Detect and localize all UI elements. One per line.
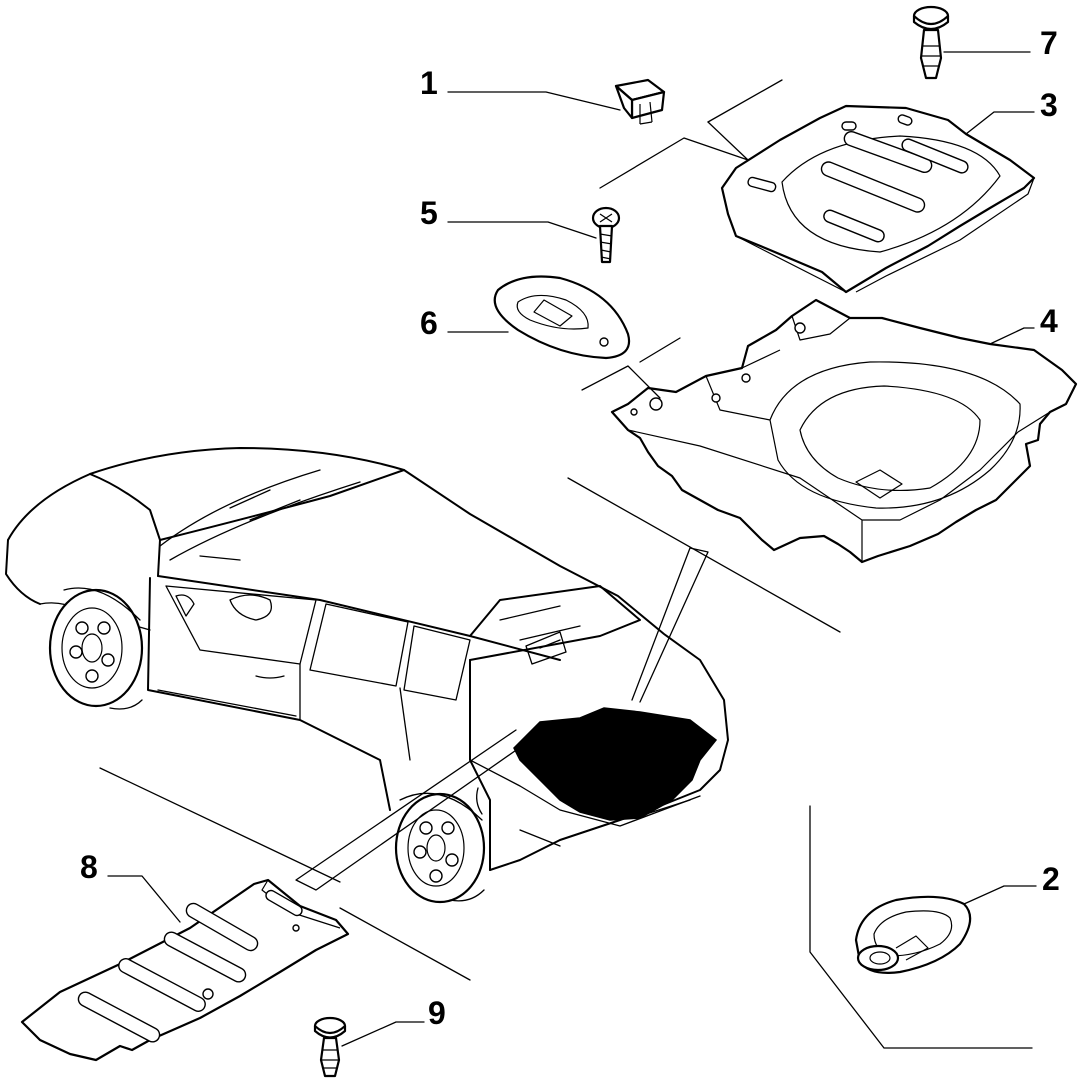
leader-4 xyxy=(989,327,1035,345)
leader-2 xyxy=(963,885,1037,905)
guide-4a xyxy=(639,337,681,363)
guide-car-to-4 xyxy=(631,547,709,703)
guide-8b xyxy=(339,907,471,981)
callout-4: 4 xyxy=(1040,303,1058,339)
guide-4c xyxy=(567,477,841,633)
part-2-tie-down-eyelet xyxy=(854,895,972,974)
leader-9 xyxy=(341,1021,425,1047)
part-5-screw xyxy=(591,206,621,264)
part-6-oval-cover xyxy=(493,275,631,360)
guide-3b xyxy=(599,121,749,189)
leader-5 xyxy=(447,221,597,239)
callout-9: 9 xyxy=(428,995,446,1031)
part-4-trunk-floor-tub xyxy=(610,298,1078,564)
part-1-plug-cap xyxy=(614,78,666,125)
callout-1: 1 xyxy=(420,65,438,101)
guide-8a xyxy=(99,767,341,883)
guide-2 xyxy=(809,805,1033,1049)
callout-3: 3 xyxy=(1040,87,1058,123)
trunk-carpet-highlight xyxy=(513,707,718,821)
guide-3a xyxy=(707,79,783,123)
leader-1 xyxy=(447,91,621,111)
callout-5: 5 xyxy=(420,195,438,231)
callout-6: 6 xyxy=(420,305,438,341)
part-9-push-rivet xyxy=(313,1016,347,1078)
part-7-push-rivet xyxy=(912,5,950,80)
guide-car-to-8 xyxy=(295,729,523,891)
guide-4b xyxy=(581,365,661,399)
callout-7: 7 xyxy=(1040,25,1058,61)
car-illustration xyxy=(5,447,729,904)
part-3-trunk-floor-cover xyxy=(720,104,1036,294)
callout-2: 2 xyxy=(1042,861,1060,897)
callout-8: 8 xyxy=(80,849,98,885)
leader-3 xyxy=(965,111,1035,135)
part-8-trunk-mat xyxy=(20,878,350,1062)
leader-8 xyxy=(107,875,181,923)
